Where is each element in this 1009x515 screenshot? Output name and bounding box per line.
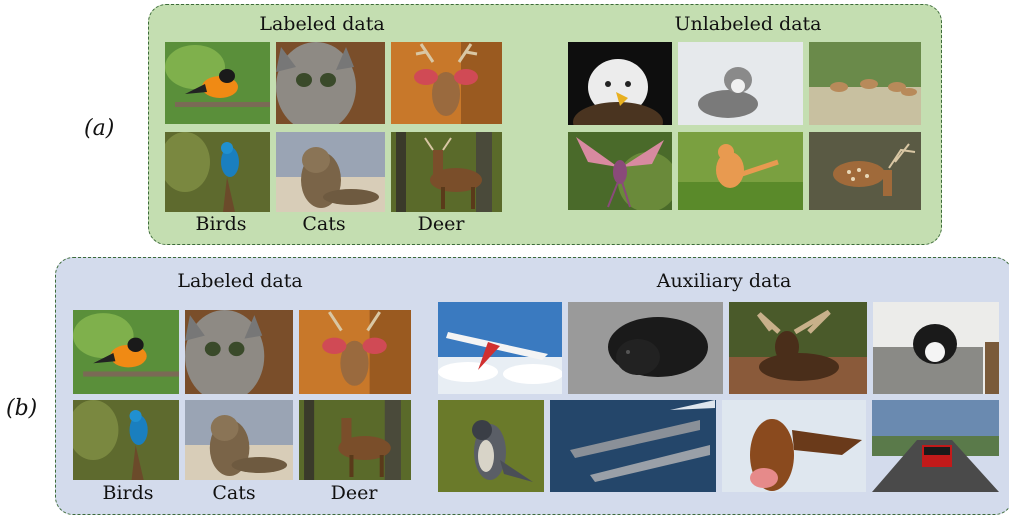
panel-a-label: (a) — [84, 116, 115, 141]
caption-deer-b: Deer — [330, 482, 378, 504]
deer-red-ears-photo — [391, 42, 502, 124]
deer-herd-photo — [809, 42, 921, 125]
red-car-photo — [872, 400, 999, 492]
gray-cat-photo — [678, 42, 803, 125]
warships-photo — [550, 400, 716, 492]
tabby-cat-photo-b — [185, 400, 293, 480]
horse-photo — [722, 400, 866, 492]
caption-cats-a: Cats — [302, 213, 346, 235]
spotted-deer-photo — [809, 132, 921, 210]
kitten-closeup-photo — [276, 42, 385, 124]
caption-cats-b: Cats — [212, 482, 256, 504]
caption-deer-a: Deer — [417, 213, 465, 235]
auxiliary-data-title: Auxiliary data — [656, 270, 792, 292]
black-dog-photo — [568, 302, 723, 394]
caption-birds-b: Birds — [102, 482, 154, 504]
bald-eagle-photo — [568, 42, 672, 125]
panel-b-label: (b) — [6, 396, 38, 421]
airplane-photo — [438, 302, 562, 394]
flying-bird-photo — [568, 132, 672, 210]
labeled-data-title-a: Labeled data — [259, 13, 385, 35]
kitten-closeup-photo-b — [185, 310, 293, 394]
deer-red-ears-photo-b — [299, 310, 411, 394]
caption-birds-a: Birds — [195, 213, 247, 235]
oriole-photo-b — [73, 310, 179, 394]
moose-photo — [729, 302, 867, 394]
blue-bird-photo — [165, 132, 270, 212]
deer-forest-photo-b — [299, 400, 411, 480]
falcon-photo — [438, 400, 544, 492]
deer-forest-photo — [391, 132, 502, 212]
black-white-cat-photo — [873, 302, 999, 394]
blue-bird-photo-b — [73, 400, 179, 480]
jumping-cat-photo — [678, 132, 803, 210]
labeled-data-title-b: Labeled data — [177, 270, 303, 292]
tabby-cat-photo — [276, 132, 385, 212]
unlabeled-data-title: Unlabeled data — [674, 13, 822, 35]
oriole-photo — [165, 42, 270, 124]
